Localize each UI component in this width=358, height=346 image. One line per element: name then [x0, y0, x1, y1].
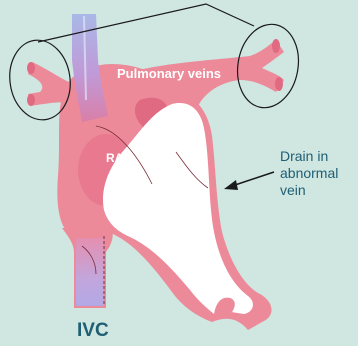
inferior-vena-cava [76, 238, 104, 306]
drain-arrow-head [224, 180, 238, 190]
pulmonary-vein-bracket [38, 4, 254, 42]
right-vein-opening-lower [275, 77, 283, 91]
drain-arrow-shaft [232, 172, 274, 186]
drain-label-line2: abnormal [280, 165, 338, 181]
ivc-label: IVC [77, 320, 109, 341]
left-vein-opening-lower [27, 94, 35, 106]
left-vein-opening-upper [27, 62, 35, 74]
ra-label: RA [106, 151, 124, 165]
drain-label-line1: Drain in [280, 148, 328, 164]
pulmonary-veins-label: Pulmonary veins [117, 66, 221, 81]
drain-label-line3: vein [280, 182, 306, 198]
right-vein-opening-upper [272, 39, 280, 53]
